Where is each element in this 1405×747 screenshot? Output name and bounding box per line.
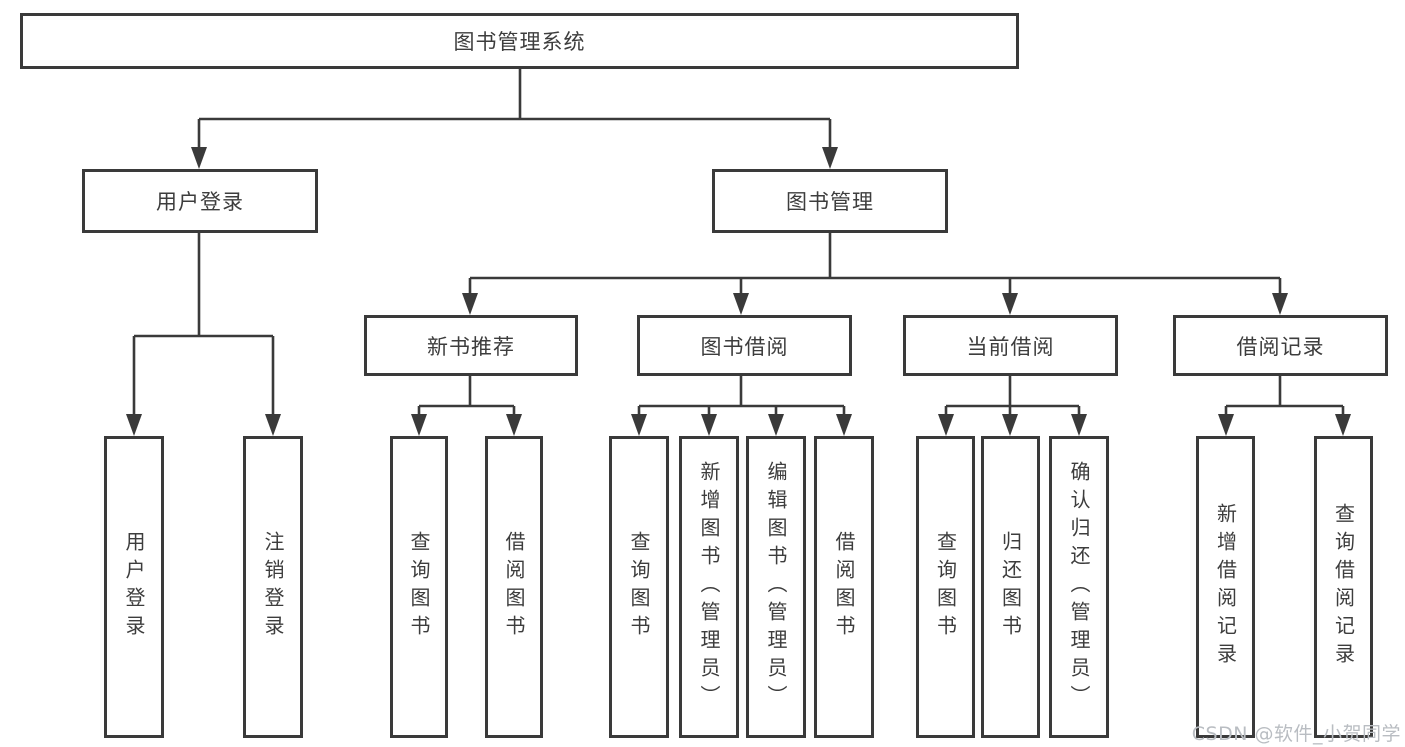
leaf-user-login: 用户登录	[104, 436, 164, 738]
leaf-query-books-recommend: 查询图书	[390, 436, 448, 738]
node-library-system: 图书管理系统	[20, 13, 1019, 69]
leaf-edit-books-admin: 编辑图书（管理员）	[746, 436, 806, 738]
leaf-query-books-borrowing: 查询图书	[609, 436, 669, 738]
leaf-return-books: 归还图书	[981, 436, 1040, 738]
node-user-login: 用户登录	[82, 169, 318, 233]
leaf-add-books-admin: 新增图书（管理员）	[679, 436, 739, 738]
node-book-management: 图书管理	[712, 169, 948, 233]
leaf-query-books-current: 查询图书	[916, 436, 975, 738]
csdn-watermark: CSDN @软件_小贺同学	[1191, 723, 1401, 745]
node-new-book-recommend: 新书推荐	[364, 315, 578, 376]
leaf-confirm-return-admin: 确认归还（管理员）	[1049, 436, 1109, 738]
arrowheads	[126, 147, 1351, 436]
node-book-borrowing: 图书借阅	[637, 315, 852, 376]
leaf-add-borrow-record: 新增借阅记录	[1196, 436, 1255, 738]
leaf-borrow-books-recommend: 借阅图书	[485, 436, 543, 738]
leaf-borrow-books-borrowing: 借阅图书	[814, 436, 874, 738]
node-current-borrowing: 当前借阅	[903, 315, 1118, 376]
leaf-logout: 注销登录	[243, 436, 303, 738]
node-borrowing-records: 借阅记录	[1173, 315, 1388, 376]
leaf-query-borrow-record: 查询借阅记录	[1314, 436, 1373, 738]
